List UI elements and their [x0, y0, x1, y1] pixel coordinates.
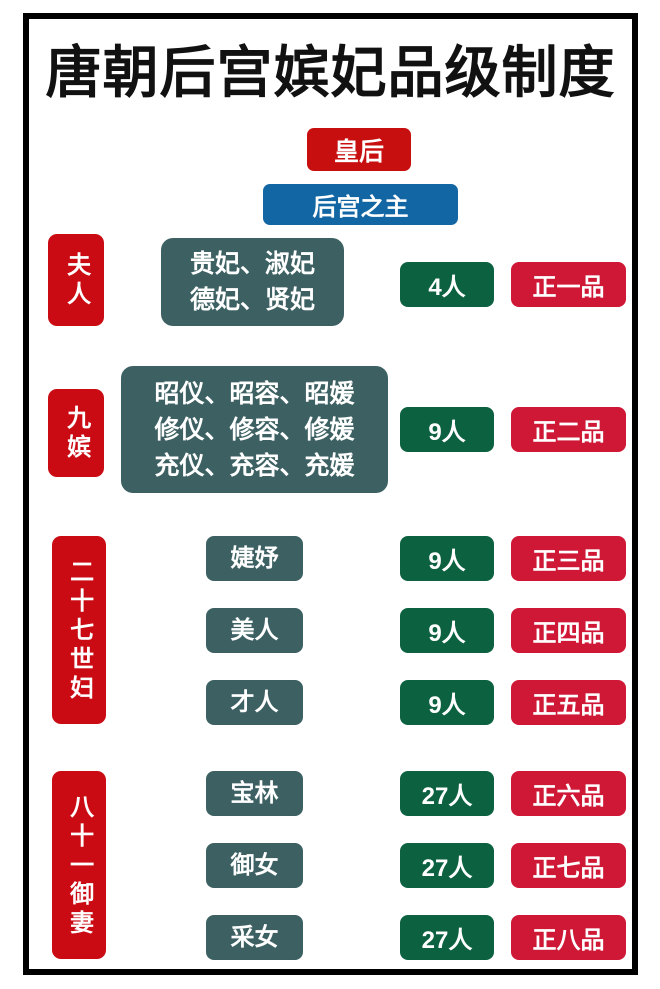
- empress-role-badge: 后宫之主: [263, 184, 458, 225]
- empress-badge: 皇后: [307, 128, 411, 171]
- poster-frame: 唐朝后宫嫔妃品级制度 皇后 后宫之主 夫人 贵妃、淑妃 德妃、贤妃 4人 正一品…: [23, 13, 638, 975]
- name-line: 修仪、修容、修媛: [154, 415, 355, 444]
- rank-badge-furen: 正一品: [511, 262, 626, 307]
- name-box-cainv: 采女: [206, 915, 303, 960]
- rank-badge-yunv: 正七品: [511, 843, 626, 888]
- category-label-ershiqishifu: 二十七世妇: [52, 536, 106, 724]
- name-box-baolin: 宝林: [206, 771, 303, 816]
- rank-badge-meiren: 正四品: [511, 608, 626, 653]
- count-badge-yunv: 27人: [400, 843, 494, 888]
- name-box-cairen: 才人: [206, 680, 303, 725]
- rank-badge-jieyu: 正三品: [511, 536, 626, 581]
- category-label-jiupin: 九嫔: [48, 389, 104, 477]
- name-line: 贵妃、淑妃: [189, 250, 315, 278]
- count-badge-cainv: 27人: [400, 915, 494, 960]
- category-label-bashiyiyuqi: 八十一御妻: [52, 771, 106, 959]
- count-badge-meiren: 9人: [400, 608, 494, 653]
- rank-badge-baolin: 正六品: [511, 771, 626, 816]
- rank-badge-cainv: 正八品: [511, 915, 626, 960]
- count-badge-jiupin: 9人: [400, 407, 494, 452]
- name-line: 充仪、充容、充媛: [154, 451, 355, 480]
- names-box-furen: 贵妃、淑妃 德妃、贤妃: [161, 238, 344, 326]
- name-box-meiren: 美人: [206, 608, 303, 653]
- category-label-furen: 夫人: [48, 234, 104, 326]
- names-box-jiupin: 昭仪、昭容、昭媛 修仪、修容、修媛 充仪、充容、充媛: [121, 366, 388, 493]
- count-badge-jieyu: 9人: [400, 536, 494, 581]
- name-box-yunv: 御女: [206, 843, 303, 888]
- name-line: 昭仪、昭容、昭媛: [154, 379, 355, 408]
- name-box-jieyu: 婕妤: [206, 536, 303, 581]
- count-badge-baolin: 27人: [400, 771, 494, 816]
- page-title: 唐朝后宫嫔妃品级制度: [45, 43, 616, 105]
- count-badge-furen: 4人: [400, 262, 494, 307]
- name-line: 德妃、贤妃: [189, 286, 315, 314]
- count-badge-cairen: 9人: [400, 680, 494, 725]
- rank-badge-cairen: 正五品: [511, 680, 626, 725]
- rank-badge-jiupin: 正二品: [511, 407, 626, 452]
